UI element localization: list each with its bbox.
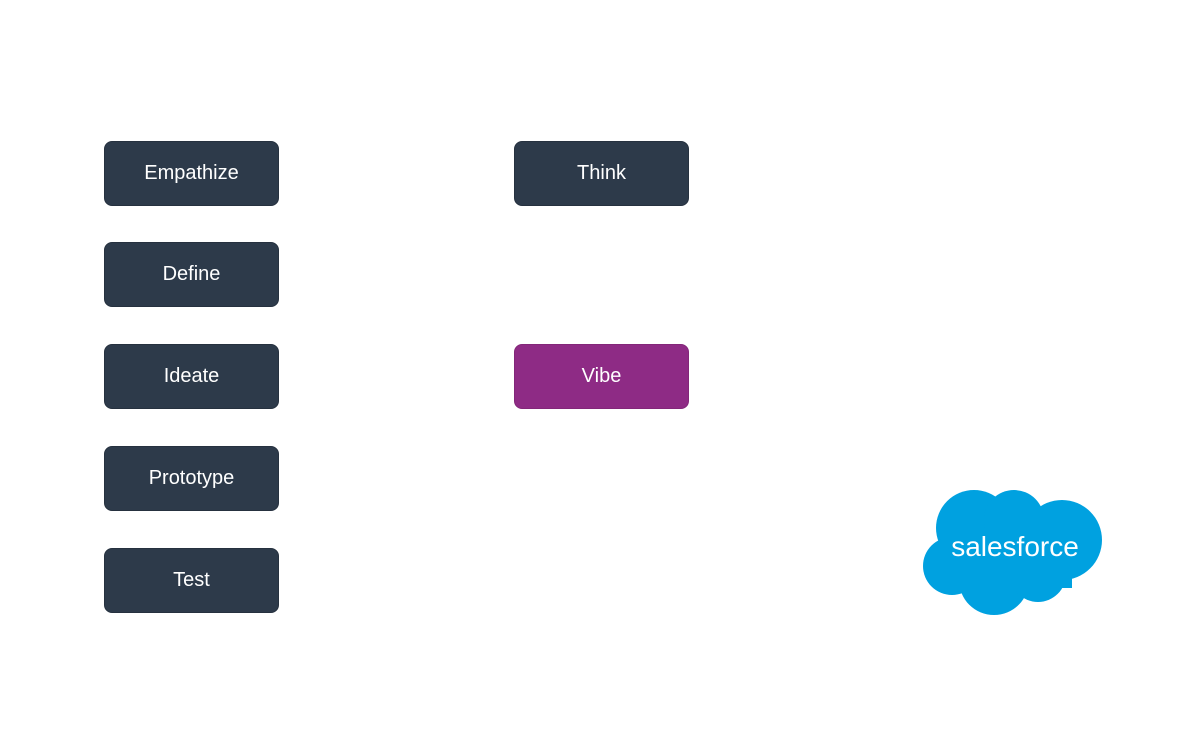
step-test[interactable]: Test: [104, 548, 279, 613]
item-label: Vibe: [581, 365, 622, 387]
item-think[interactable]: Think: [514, 141, 689, 206]
step-label: Prototype: [148, 467, 235, 489]
step-define[interactable]: Define: [104, 242, 279, 307]
logo-text: salesforce: [951, 531, 1079, 562]
step-label: Test: [173, 569, 210, 591]
step-empathize[interactable]: Empathize: [104, 141, 279, 206]
cloud-icon: salesforce: [923, 490, 1102, 615]
item-vibe[interactable]: Vibe: [514, 344, 689, 409]
step-ideate[interactable]: Ideate: [104, 344, 279, 409]
item-label: Think: [577, 162, 626, 184]
step-label: Define: [162, 263, 221, 285]
salesforce-logo: salesforce: [922, 488, 1104, 616]
step-label: Empathize: [144, 162, 239, 184]
step-label: Ideate: [163, 365, 220, 387]
step-prototype[interactable]: Prototype: [104, 446, 279, 511]
